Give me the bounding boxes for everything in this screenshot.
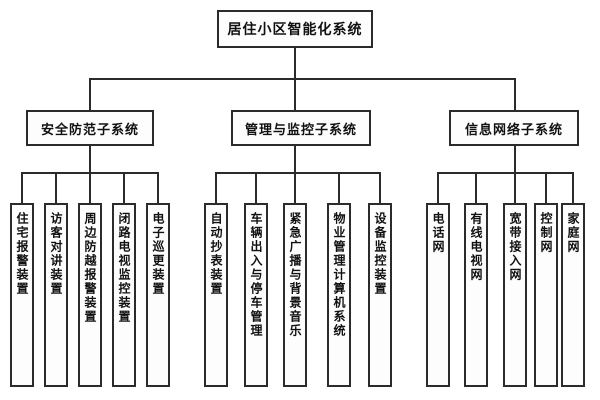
connector-drop-leaf-1-0: [215, 172, 217, 203]
leaf-node-label: 紧急广播与背景音乐: [288, 212, 302, 338]
leaf-node[interactable]: 有线电视网: [464, 203, 488, 387]
connector-drop-leaf-2-1: [475, 172, 477, 203]
connector-drop-branch-0: [89, 78, 91, 110]
leaf-node[interactable]: 自动抄表装置: [204, 203, 228, 387]
leaf-node-label: 家庭网: [566, 212, 580, 254]
leaf-node-label: 设备监控装置: [373, 212, 387, 296]
branch-node-label: 安全防范子系统: [40, 122, 139, 138]
leaf-node-label: 自动抄表装置: [209, 212, 223, 296]
leaf-node[interactable]: 紧急广播与背景音乐: [283, 203, 307, 387]
branch-node-label: 信息网络子系统: [464, 122, 563, 138]
connector-drop-branch-1: [294, 78, 296, 110]
leaf-node[interactable]: 物业管理计算机系统: [327, 203, 351, 387]
connector-drop-leaf-0-0: [21, 172, 23, 203]
leaf-node[interactable]: 控制网: [534, 203, 558, 387]
leaf-node-label: 有线电视网: [469, 212, 483, 282]
leaf-node[interactable]: 访客对讲装置: [44, 203, 68, 387]
leaf-node[interactable]: 设备监控装置: [368, 203, 392, 387]
leaf-node-label: 闭路电视监控装置: [117, 212, 131, 324]
leaf-node-label: 访客对讲装置: [49, 212, 63, 296]
connector-drop-leaf-2-0: [437, 172, 439, 203]
leaf-node-label: 车辆出入与停车管理: [249, 212, 263, 338]
connector-drop-leaf-1-3: [338, 172, 340, 203]
connector-level2-bus: [89, 78, 516, 80]
leaf-node[interactable]: 家庭网: [561, 203, 585, 387]
connector-branch-2-stem: [514, 146, 516, 172]
connector-drop-leaf-1-1: [255, 172, 257, 203]
leaf-node[interactable]: 车辆出入与停车管理: [244, 203, 268, 387]
leaf-node-label: 电子巡更装置: [151, 212, 165, 296]
connector-drop-leaf-1-4: [379, 172, 381, 203]
leaf-node-label: 宽带接入网: [508, 212, 522, 282]
connector-drop-leaf-0-3: [123, 172, 125, 203]
branch-node-network[interactable]: 信息网络子系统: [449, 110, 579, 146]
leaf-node[interactable]: 住宅报警装置: [10, 203, 34, 387]
root-node[interactable]: 居住小区智能化系统: [217, 10, 373, 48]
leaf-node-label: 控制网: [539, 212, 553, 254]
connector-branch-1-bus: [215, 172, 379, 174]
root-node-label: 居住小区智能化系统: [227, 22, 363, 38]
connector-branch-0-stem: [89, 146, 91, 172]
connector-branch-1-stem: [294, 146, 296, 172]
connector-drop-leaf-0-4: [157, 172, 159, 203]
connector-drop-branch-2: [514, 78, 516, 110]
connector-drop-leaf-2-3: [545, 172, 547, 203]
branch-node-security[interactable]: 安全防范子系统: [26, 110, 154, 146]
leaf-node-label: 电话网: [431, 212, 445, 254]
connector-drop-leaf-0-1: [55, 172, 57, 203]
leaf-node[interactable]: 闭路电视监控装置: [112, 203, 136, 387]
branch-node-label: 管理与监控子系统: [244, 122, 357, 138]
connector-root-stem: [294, 48, 296, 78]
leaf-node[interactable]: 电话网: [426, 203, 450, 387]
connector-drop-leaf-2-2: [514, 172, 516, 203]
connector-drop-leaf-2-4: [572, 172, 574, 203]
connector-drop-leaf-0-2: [89, 172, 91, 203]
leaf-node[interactable]: 宽带接入网: [503, 203, 527, 387]
connector-branch-2-bus: [437, 172, 572, 174]
leaf-node[interactable]: 周边防越报警装置: [78, 203, 102, 387]
connector-drop-leaf-1-2: [294, 172, 296, 203]
leaf-node-label: 住宅报警装置: [15, 212, 29, 296]
leaf-node-label: 周边防越报警装置: [83, 212, 97, 324]
leaf-node-label: 物业管理计算机系统: [332, 212, 346, 338]
leaf-node[interactable]: 电子巡更装置: [146, 203, 170, 387]
branch-node-management[interactable]: 管理与监控子系统: [231, 110, 371, 146]
